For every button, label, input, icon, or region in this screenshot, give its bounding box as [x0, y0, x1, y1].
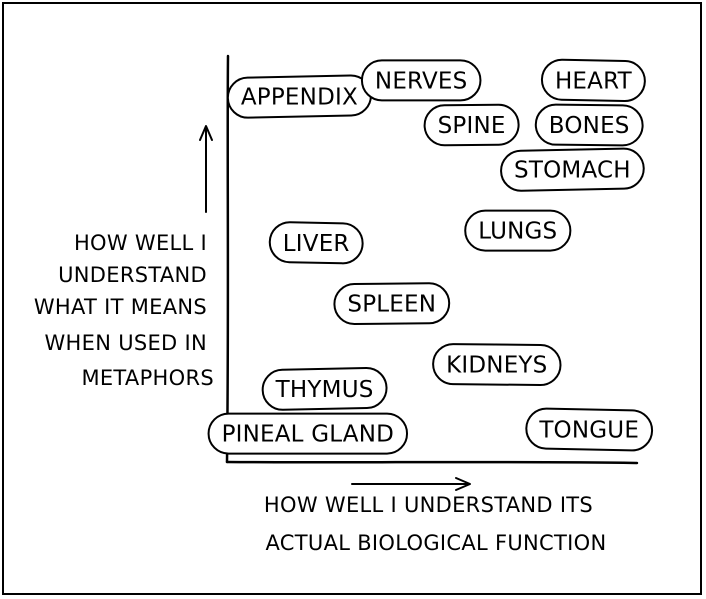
y-axis-label-line: UNDERSTAND — [58, 263, 207, 287]
point-thymus: THYMUS — [261, 367, 388, 411]
point-label: THYMUS — [275, 377, 374, 403]
y-axis-label-line: METAPHORS — [81, 366, 214, 390]
point-tongue: TONGUE — [525, 407, 654, 452]
point-label: STOMACH — [514, 158, 631, 184]
point-bubble — [268, 221, 364, 265]
point-label: PINEAL GLAND — [222, 422, 394, 448]
point-label: LUNGS — [478, 219, 557, 245]
y-axis-label-line: HOW WELL I — [74, 231, 207, 255]
point-nerves: NERVES — [360, 59, 482, 102]
point-liver: LIVER — [268, 221, 364, 265]
point-spine: SPINE — [423, 103, 520, 147]
x-axis — [225, 460, 639, 465]
y-axis-label-line: WHAT IT MEANS — [34, 295, 207, 319]
point-bubble — [360, 59, 482, 102]
point-label: SPLEEN — [347, 292, 436, 318]
x-axis-label-line: HOW WELL I UNDERSTAND ITS — [264, 493, 593, 517]
point-spleen: SPLEEN — [333, 282, 451, 326]
y-axis-arrow — [199, 125, 213, 213]
point-bubble — [464, 209, 572, 252]
point-label: BONES — [549, 113, 630, 139]
point-bubble — [261, 367, 388, 411]
point-bubble — [432, 343, 562, 387]
point-label: LIVER — [283, 231, 350, 257]
point-heart: HEART — [540, 58, 646, 103]
x-axis-arrow — [351, 477, 471, 491]
point-label: NERVES — [375, 68, 468, 94]
point-appendix: APPENDIX — [226, 74, 372, 119]
point-bubble — [534, 103, 644, 147]
point-bubble — [207, 412, 409, 455]
y-axis-label-line: WHEN USED IN — [44, 331, 207, 355]
point-pineal-gland: PINEAL GLAND — [207, 412, 409, 455]
point-bubble — [525, 407, 654, 452]
point-label: HEART — [555, 68, 633, 94]
point-stomach: STOMACH — [500, 147, 645, 192]
x-axis-label-line: ACTUAL BIOLOGICAL FUNCTION — [266, 531, 607, 555]
point-bubble — [333, 282, 451, 326]
organ-points: APPENDIX NERVES HEART SPINE BONES STOMACH LUNG… — [207, 58, 654, 455]
y-axis-label: HOW WELL I UNDERSTAND WHAT IT MEANS WHEN… — [34, 231, 214, 390]
point-label: APPENDIX — [241, 85, 358, 111]
point-bubble — [540, 58, 646, 103]
point-label: TONGUE — [538, 418, 639, 444]
point-bubble — [500, 147, 645, 192]
x-axis-label: HOW WELL I UNDERSTAND ITS ACTUAL BIOLOGI… — [264, 493, 607, 555]
point-label: SPINE — [438, 113, 506, 139]
point-lungs: LUNGS — [464, 209, 572, 252]
y-axis — [225, 54, 230, 464]
point-bubble — [423, 103, 520, 147]
point-kidneys: KIDNEYS — [432, 343, 562, 387]
point-bones: BONES — [534, 103, 644, 147]
point-label: KIDNEYS — [446, 353, 547, 379]
